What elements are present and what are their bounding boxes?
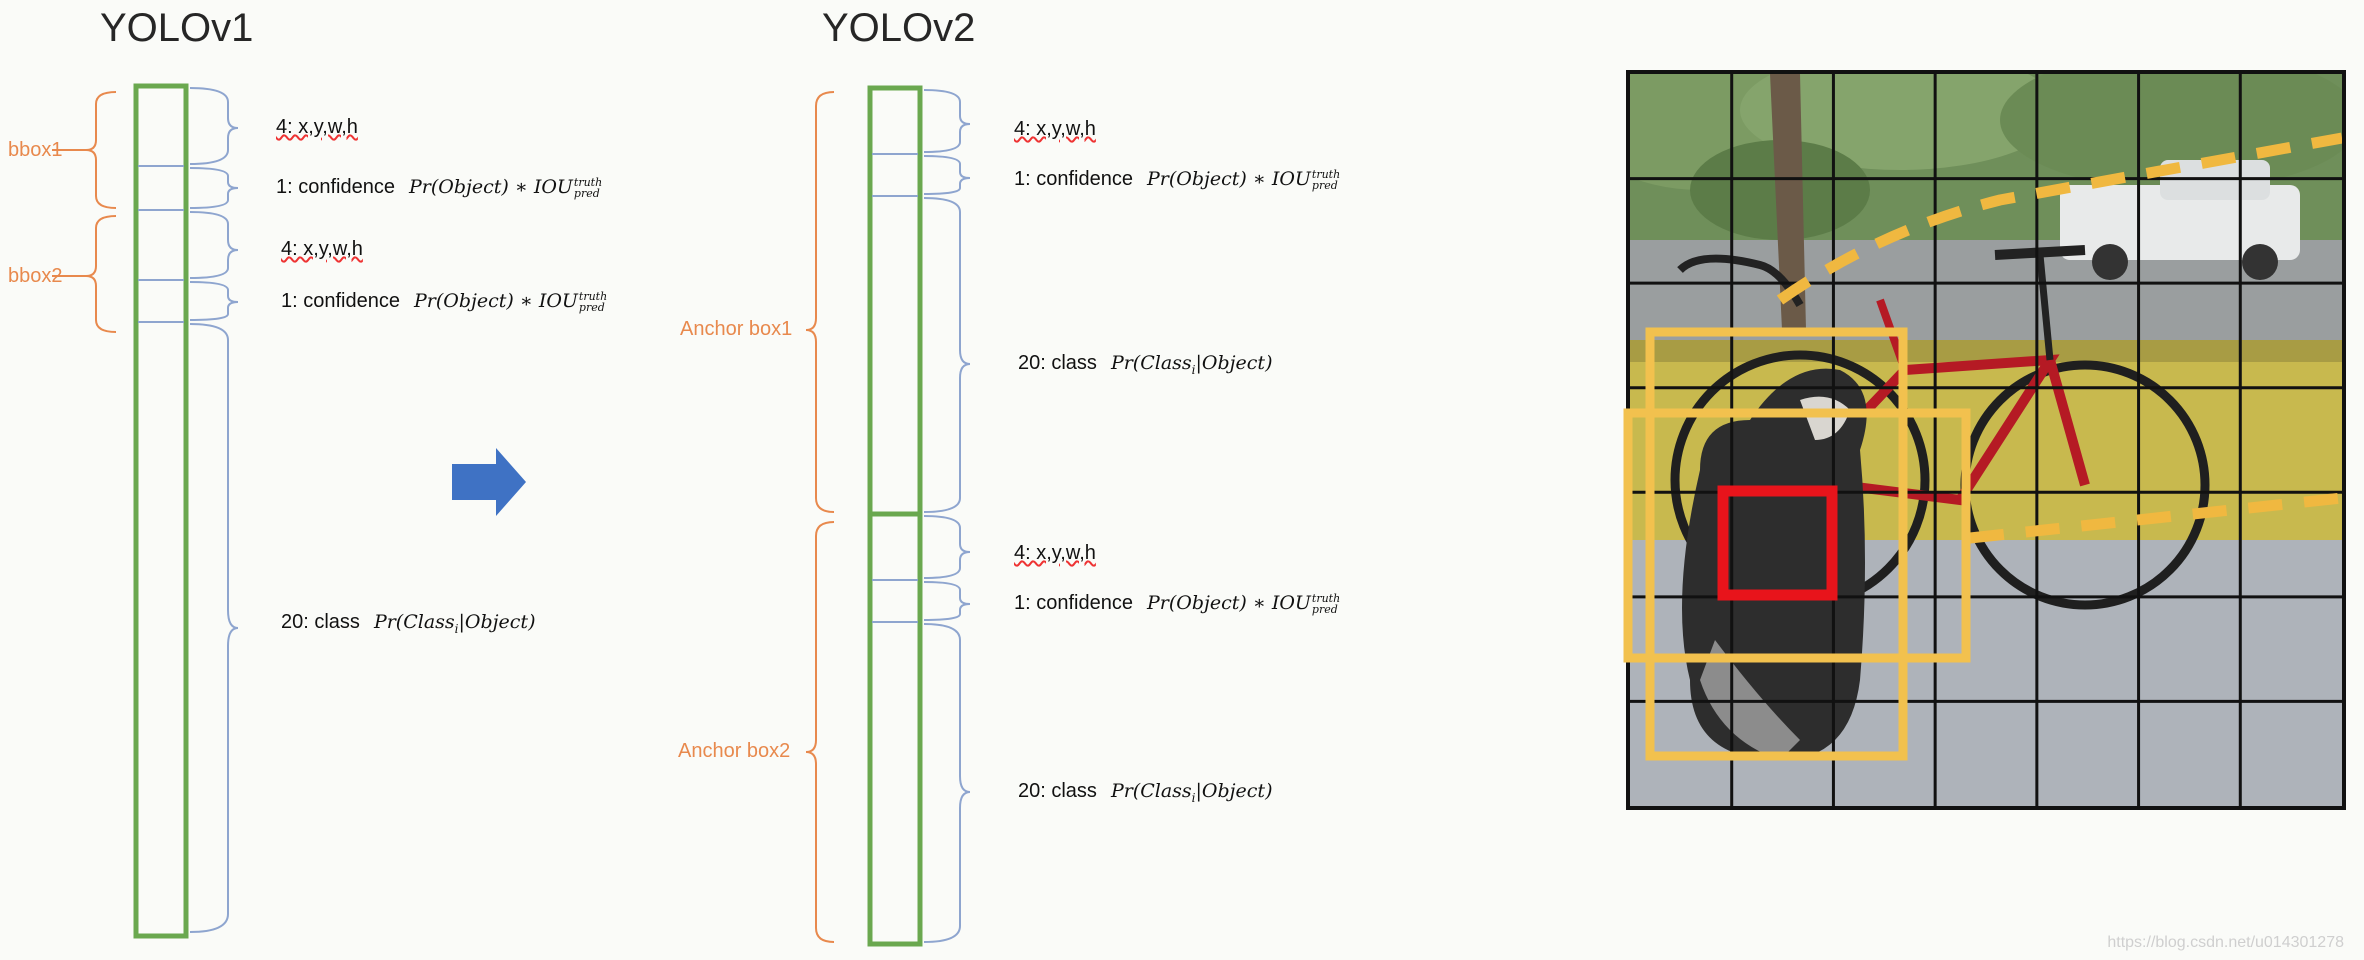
responsible-grid-cell — [1717, 485, 1838, 601]
yolov1-vector — [133, 83, 189, 939]
yolov1-title: YOLOv1 — [100, 6, 254, 50]
anchor-box1-label: Anchor box1 — [680, 318, 793, 340]
brace-anchor2 — [805, 521, 835, 943]
anchor-box2-label: Anchor box2 — [678, 740, 791, 762]
brace-v2-class1 — [923, 197, 971, 513]
anchor-box-wide — [1623, 408, 1971, 663]
brace-v2-conf2 — [923, 581, 971, 621]
brace-bbox2 — [85, 215, 117, 333]
v2-coord-label-2: 4: x,y,w,h — [1014, 542, 1096, 564]
brace-v1-conf2 — [189, 281, 239, 321]
v1-coord-label: 4: x,y,w,h — [276, 116, 358, 138]
brace-bbox1 — [85, 91, 117, 209]
anchor-box-tall — [1645, 327, 1908, 761]
brace-v1-coord2 — [189, 211, 239, 279]
watermark: https://blog.csdn.net/u014301278 — [2107, 934, 2344, 951]
brace-v2-class2 — [923, 623, 971, 943]
bbox2-label: bbox2 — [8, 265, 63, 287]
yolov1-side-braces — [52, 91, 117, 333]
brace-v1-class — [189, 323, 239, 933]
brace-v1-conf — [189, 167, 239, 209]
brace-anchor1 — [805, 91, 835, 513]
detection-image — [1623, 70, 2346, 810]
yolov2-title: YOLOv2 — [822, 6, 976, 50]
yolov1-braces — [189, 87, 239, 933]
brace-v1-coord — [189, 87, 239, 165]
yolov2-vector — [867, 85, 923, 947]
bbox1-label: bbox1 — [8, 139, 63, 161]
transition-arrow-icon — [452, 448, 526, 516]
brace-v2-coord — [923, 89, 971, 153]
v2-coord-label: 4: x,y,w,h — [1014, 118, 1096, 140]
v1-coord-label-2: 4: x,y,w,h — [281, 238, 363, 260]
brace-v2-conf — [923, 155, 971, 195]
yolov2-braces — [923, 89, 971, 943]
brace-v2-coord2 — [923, 515, 971, 579]
yolov2-side-braces — [805, 91, 835, 943]
